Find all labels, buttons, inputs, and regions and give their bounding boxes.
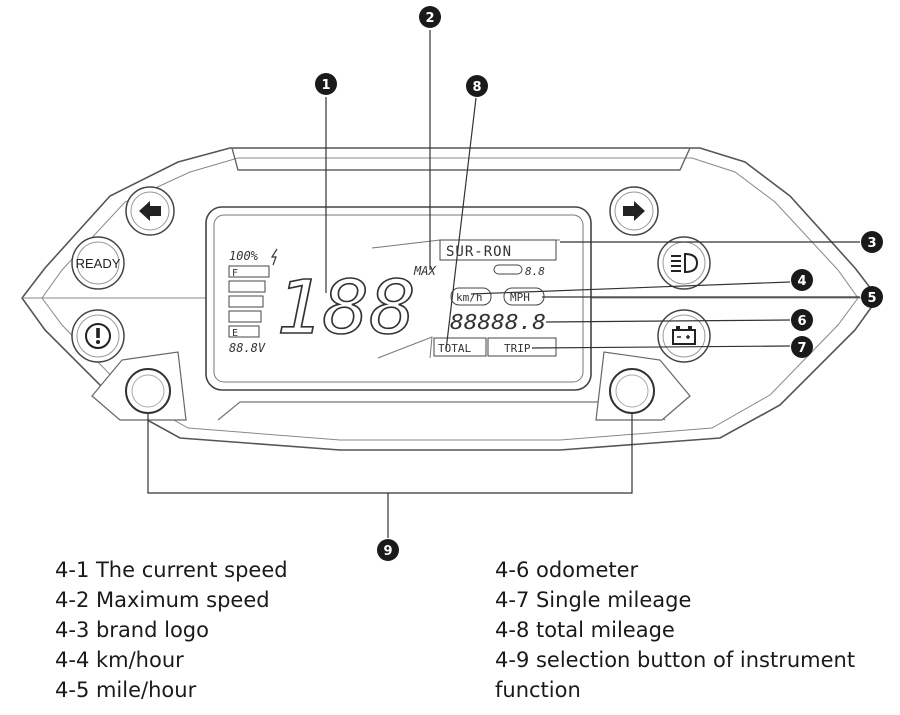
leader-lines <box>147 30 860 538</box>
headlight-button[interactable] <box>657 236 711 290</box>
legend-item: 4-4 km/hour <box>55 648 184 672</box>
voltage-readout: 88.8V <box>229 341 266 355</box>
top-visor <box>231 147 691 171</box>
legend-left: 4-1 The current speed 4-2 Maximum speed … <box>55 555 288 705</box>
callout-badge: 5 <box>861 286 883 308</box>
arrow-right-icon <box>623 201 645 221</box>
trip-box <box>487 337 557 357</box>
battery-percent: 100% <box>229 249 259 263</box>
instrument-diagram: 100% F E 88.8V 188 MAX SUR-RON 8.8 km/h … <box>21 6 883 561</box>
svg-text:6: 6 <box>797 314 806 329</box>
legend-item: 4-5 mile/hour <box>55 678 197 702</box>
fuel-bar <box>228 310 262 323</box>
headlight-icon <box>671 252 699 274</box>
svg-text:7: 7 <box>797 341 806 356</box>
max-label: MAX <box>413 264 436 278</box>
callout-badge: 2 <box>419 6 441 28</box>
legend-item: 4-2 Maximum speed <box>55 588 270 612</box>
legend-item: 4-8 total mileage <box>495 618 675 642</box>
brand-logo: SUR-RON <box>446 244 512 260</box>
legend-item: 4-6 odometer <box>495 558 639 582</box>
fuel-empty-label: E <box>232 328 238 339</box>
svg-text:5: 5 <box>867 291 876 306</box>
ready-button[interactable]: READY <box>71 236 125 290</box>
exclamation-icon <box>85 323 111 349</box>
callout-badge: 1 <box>315 73 337 95</box>
fuel-bar <box>228 265 270 278</box>
lcd-bottom-slant <box>377 336 433 359</box>
fuel-bar <box>228 295 264 308</box>
right-turn-button[interactable] <box>609 186 659 236</box>
svg-text:4: 4 <box>797 274 806 289</box>
small-readout: 8.8 <box>525 265 545 278</box>
fuel-full-label: F <box>232 268 238 279</box>
total-label: TOTAL <box>438 342 471 355</box>
left-turn-button[interactable] <box>125 186 175 236</box>
small-indicator <box>493 264 523 275</box>
lcd-screen <box>213 214 584 383</box>
odometer-digits: 88888.8 <box>450 310 546 334</box>
callout-badge: 7 <box>791 336 813 358</box>
arrow-left-icon <box>139 201 161 221</box>
callout-badge: 9 <box>377 539 399 561</box>
unit-mph: MPH <box>510 291 530 304</box>
callout-badge: 4 <box>791 269 813 291</box>
battery-indicator <box>657 309 711 363</box>
fuel-bar <box>228 280 266 293</box>
warning-button[interactable] <box>71 309 125 363</box>
legend-right: 4-6 odometer 4-7 Single mileage 4-8 tota… <box>495 555 895 705</box>
battery-icon <box>672 326 696 345</box>
svg-text:8: 8 <box>472 80 481 95</box>
right-select-button[interactable] <box>609 368 655 414</box>
charge-bolt-icon <box>270 248 278 266</box>
left-select-button[interactable] <box>125 368 171 414</box>
svg-text:2: 2 <box>425 11 434 26</box>
legend-item: 4-7 Single mileage <box>495 588 692 612</box>
brand-box <box>439 239 557 261</box>
svg-text:9: 9 <box>383 544 392 559</box>
speed-digits: 188 <box>276 265 416 351</box>
fuel-bar <box>228 325 260 338</box>
svg-text:1: 1 <box>321 78 330 93</box>
legend-item: 4-9 selection button of instrument funct… <box>495 648 856 702</box>
callout-badge: 8 <box>466 75 488 97</box>
trip-label: TRIP <box>504 342 531 355</box>
callout-badge: 3 <box>861 231 883 253</box>
total-box <box>433 337 487 357</box>
callout-badge: 6 <box>791 309 813 331</box>
kmh-box <box>450 287 492 306</box>
ready-label: READY <box>76 256 121 271</box>
legend-item: 4-1 The current speed <box>55 558 288 582</box>
svg-text:3: 3 <box>867 236 876 251</box>
unit-kmh: km/h <box>456 291 483 304</box>
legend-item: 4-3 brand logo <box>55 618 209 642</box>
